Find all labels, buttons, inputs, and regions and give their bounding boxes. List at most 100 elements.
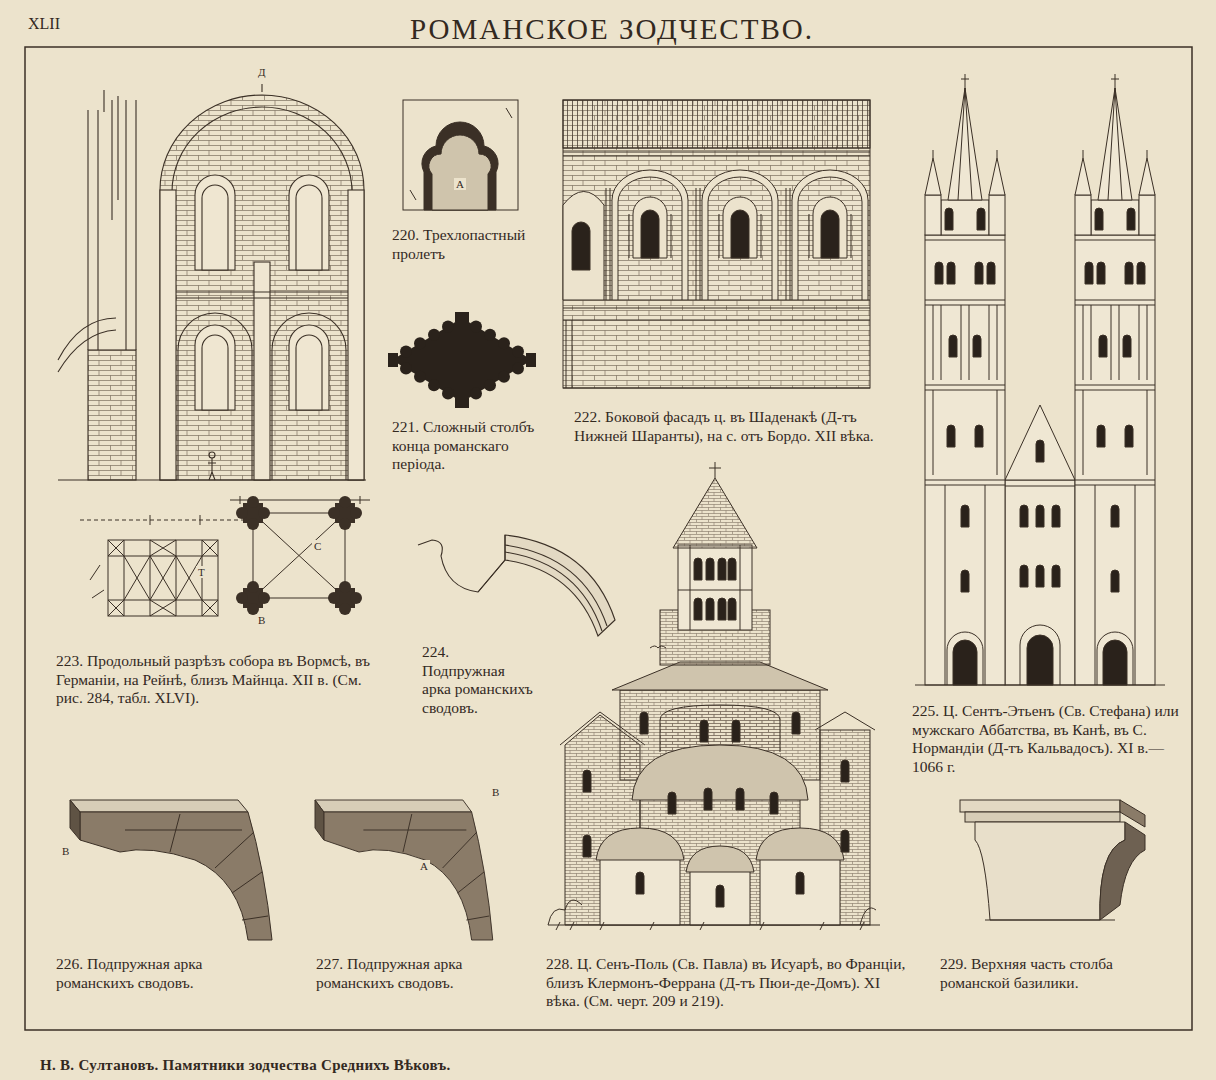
caen-abbey-facade: [1027, 635, 1053, 685]
caen-abbey-facade: [1052, 505, 1060, 527]
arch-227: [315, 800, 493, 940]
arch-fragment: [418, 540, 505, 592]
chadenac-facade: [606, 170, 688, 300]
compound-pier: [442, 388, 454, 400]
trefoil-opening: [403, 100, 518, 210]
compound-pier: [470, 320, 482, 332]
plate-title: РОМАНСКОЕ ЗОДЧЕСТВО.: [4, 12, 1216, 47]
worms-section: [195, 325, 235, 410]
chadenac-facade: [696, 170, 778, 300]
issoire-church: [732, 720, 740, 742]
worms-section: [261, 84, 262, 92]
issoire-church: [841, 830, 849, 852]
plate-frame: [25, 47, 1192, 1030]
caen-abbey-facade: [1020, 625, 1060, 685]
caen-abbey-facade: [1020, 505, 1028, 527]
issoire-church: [736, 788, 744, 810]
chadenac-facade: [563, 148, 870, 156]
figure-letter: С: [312, 540, 323, 552]
caen-abbey-facade: [1005, 480, 1075, 685]
issoire-church: [686, 846, 754, 872]
figure-letter: А: [418, 860, 430, 872]
worms-plan: [124, 556, 202, 600]
compound-pier: [498, 371, 510, 383]
plate-footer: Н. В. Султановъ. Памятники зодчества Сре…: [40, 1056, 451, 1074]
caen-abbey-facade: [915, 74, 1165, 685]
figure-caption: 229. Верхняя часть столба романской бази…: [940, 955, 1170, 992]
arch-fragment: [505, 535, 615, 636]
worms-section: [160, 95, 364, 480]
chadenac-facade: [563, 300, 870, 388]
arch-fragment: [478, 535, 505, 592]
caen-abbey-facade: [1005, 405, 1075, 480]
worms-section: [58, 84, 366, 480]
worms-section: [272, 313, 346, 480]
compound-pier: [442, 320, 454, 332]
figure-caption: 226. Подпружная арка романскихъ сводовъ.: [56, 955, 274, 992]
worms-plan: [108, 540, 218, 616]
compound-pier: [512, 362, 524, 374]
compound-pier: [484, 379, 496, 391]
caen-abbey-facade: [1036, 505, 1044, 527]
issoire-church: [728, 558, 736, 580]
trefoil-opening: [403, 100, 518, 210]
issoire-church: [668, 792, 676, 814]
figure-letter: Д: [256, 66, 268, 78]
worms-section: [289, 325, 329, 410]
issoire-church: [632, 745, 808, 800]
caen-abbey-facade: [915, 685, 1165, 686]
compound-pier: [428, 379, 440, 391]
compound-pier: [388, 312, 536, 408]
caen-abbey-facade: [1052, 565, 1060, 587]
compound-pier: [526, 353, 536, 367]
arch-226: [70, 800, 272, 940]
compound-pier: [498, 337, 510, 349]
issoire-church: [548, 925, 880, 926]
issoire-church: [694, 598, 702, 620]
compound-pier: [428, 329, 440, 341]
chadenac-facade: [563, 100, 870, 388]
worms-section: [209, 452, 215, 458]
chadenac-facade: [563, 100, 870, 148]
figure-caption: 225. Ц. Сентъ-Этьенъ (Св. Стефана) или м…: [912, 702, 1187, 776]
worms-section: [202, 335, 228, 410]
basilica-capital: [1100, 822, 1145, 920]
issoire-church: [636, 872, 644, 894]
worms-section: [88, 90, 136, 350]
worms-section: [208, 458, 216, 480]
arch-fragment: [505, 552, 602, 631]
compound-pier: [392, 318, 532, 402]
caen-abbey-facade: [1036, 440, 1044, 462]
issoire-church: [556, 922, 864, 930]
worms-section: [176, 292, 348, 298]
issoire-church: [548, 462, 880, 930]
worms-plan: [253, 513, 345, 598]
page-number: XLII: [28, 14, 118, 33]
issoire-church: [796, 872, 804, 894]
compound-pier: [388, 353, 398, 367]
issoire-church: [694, 558, 702, 580]
figure-caption: 222. Боковой фасадъ ц. въ Шаденакѣ (Д-тъ…: [574, 408, 894, 445]
issoire-church: [678, 545, 752, 630]
figure-caption: 220. Трехлопастный пролетъ: [392, 226, 542, 263]
compound-pier: [455, 312, 469, 322]
worms-plan: [236, 581, 270, 615]
issoire-church: [700, 720, 708, 742]
worms-section: [289, 175, 329, 270]
figure-caption: 223. Продольный разрѣзъ собора въ Вормсѣ…: [56, 652, 374, 708]
worms-section: [254, 262, 270, 480]
issoire-church: [718, 598, 726, 620]
compound-pier: [470, 388, 482, 400]
figure-caption: 228. Ц. Сенъ-Поль (Св. Павла) въ Исуарѣ,…: [546, 955, 916, 1011]
issoire-church: [709, 462, 721, 478]
compound-pier: [414, 337, 426, 349]
arch-fragment: [505, 545, 607, 626]
compound-pier: [400, 362, 412, 374]
basilica-capital: [985, 920, 1115, 921]
figure-caption: 224. Подпружная арка романскихъ сводовъ.: [422, 643, 534, 717]
issoire-church: [706, 558, 714, 580]
issoire-church: [583, 770, 591, 792]
worms-plan: [253, 513, 345, 598]
issoire-church: [792, 712, 800, 734]
